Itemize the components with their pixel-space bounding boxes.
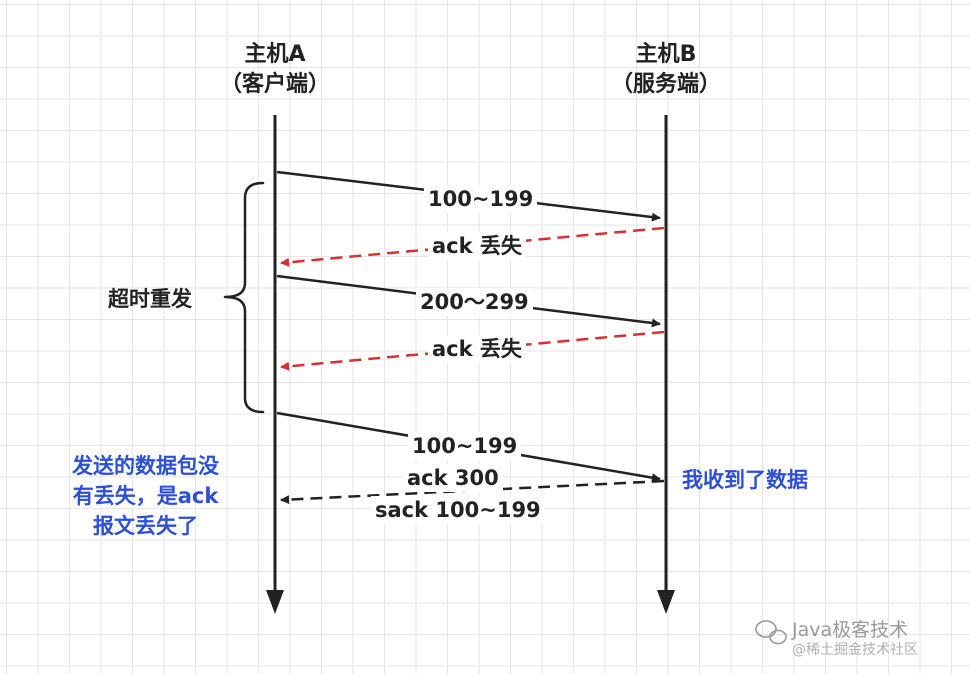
label-sack: sack 100~199 (371, 496, 545, 524)
lifeline-host-b-arrowhead (657, 590, 675, 614)
watermark-title: Java极客技术 (792, 619, 909, 641)
wechat-icon (755, 620, 787, 645)
label-seg2: 200～299 (416, 288, 533, 316)
host-a-role: （客户端） (219, 72, 330, 97)
label-ack-lost-2: ack 丢失 (428, 335, 526, 363)
label-seg3: 100~199 (408, 432, 522, 460)
note-left-line-2: 有丢失，是ack (72, 484, 219, 508)
label-ack-lost-1: ack 丢失 (428, 232, 526, 260)
label-seg1: 100~199 (424, 185, 538, 213)
label-ack300: ack 300 (403, 464, 503, 492)
host-a-name: 主机A (244, 42, 306, 67)
host-b-name: 主机B (635, 42, 697, 67)
note-right: 我收到了数据 (682, 468, 808, 492)
brace-label: 超时重发 (108, 287, 192, 311)
host-b-role: （服务端） (610, 72, 721, 97)
host-a-label: 主机A （客户端） (215, 40, 335, 100)
retransmit-brace (223, 181, 265, 414)
watermark-subtitle: @稀土掘金技术社区 (792, 642, 918, 658)
lifeline-host-a-arrowhead (266, 590, 284, 614)
host-b-label: 主机B （服务端） (606, 40, 726, 100)
note-left-line-1: 发送的数据包没 (72, 454, 219, 478)
note-left: 发送的数据包没 有丢失，是ack 报文丢失了 (72, 451, 219, 541)
note-left-line-3: 报文丢失了 (93, 514, 198, 538)
